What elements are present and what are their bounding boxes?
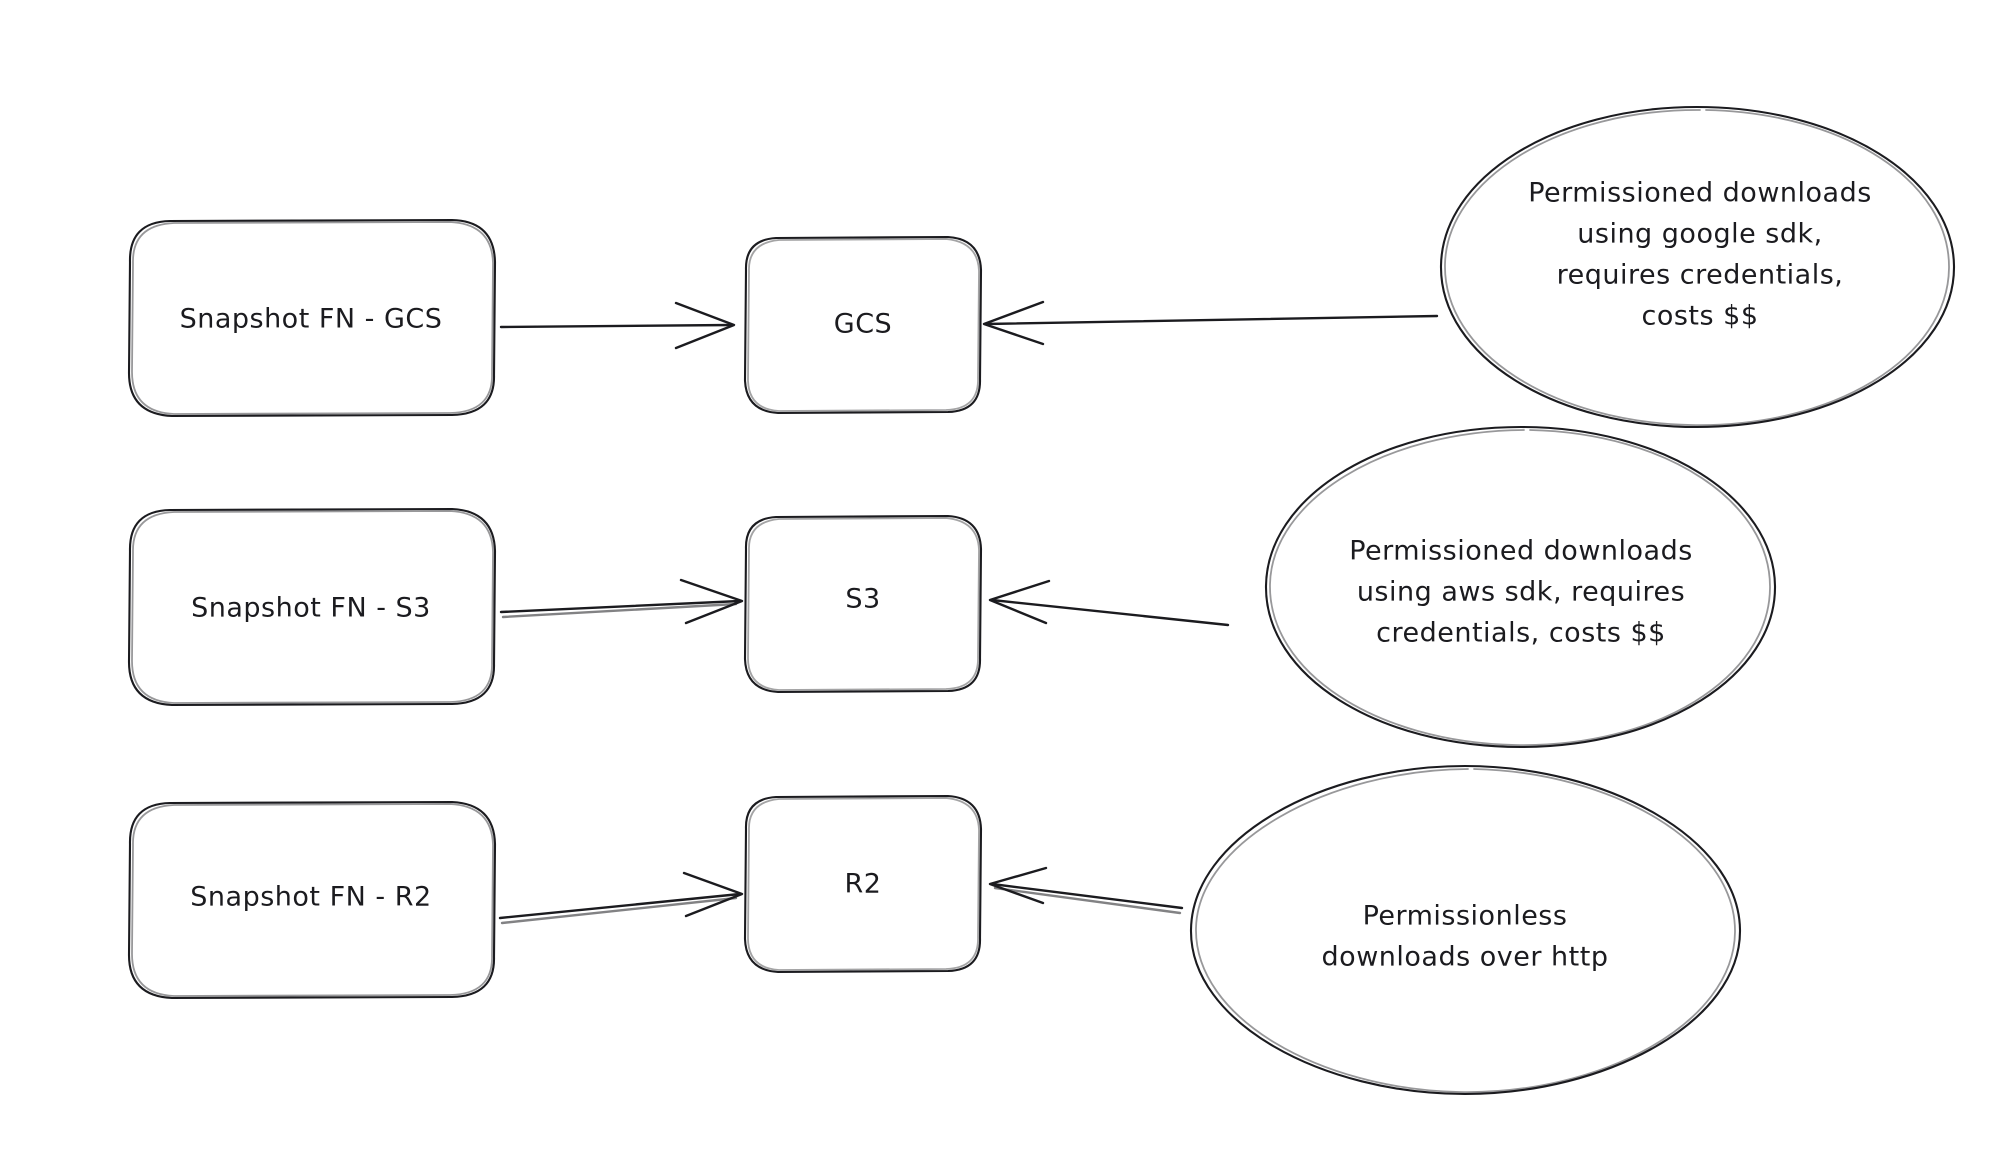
- row-r2: Snapshot FN - R2 R2 Permissionless downl…: [127, 764, 1742, 1096]
- node-label-snapshot-fn-r2: Snapshot FN - R2: [190, 882, 431, 913]
- arrow-note-to-r2: [988, 866, 1184, 915]
- note-gcs-line-3: requires credentials,: [1557, 260, 1844, 291]
- note-gcs[interactable]: Permissioned downloads using google sdk,…: [1439, 105, 1956, 429]
- row-gcs: Snapshot FN - GCS GCS Permissioned downl…: [127, 105, 1956, 429]
- note-r2-line-2: downloads over http: [1322, 942, 1609, 973]
- note-gcs-line-1: Permissioned downloads: [1528, 178, 1872, 209]
- node-snapshot-fn-gcs[interactable]: Snapshot FN - GCS: [127, 218, 497, 418]
- node-r2[interactable]: R2: [743, 794, 983, 974]
- arrow-note-to-gcs: [982, 300, 1439, 346]
- row-s3: Snapshot FN - S3 S3 Permissioned downloa…: [127, 425, 1777, 749]
- arrow-snapshot-r2-to-r2: [498, 871, 744, 925]
- node-label-r2: R2: [845, 869, 882, 900]
- node-label-snapshot-fn-gcs: Snapshot FN - GCS: [180, 304, 443, 335]
- node-snapshot-fn-s3[interactable]: Snapshot FN - S3: [127, 507, 497, 707]
- node-label-gcs: GCS: [834, 309, 892, 340]
- note-s3-line-1: Permissioned downloads: [1349, 536, 1693, 567]
- arrow-snapshot-gcs-to-gcs: [499, 301, 736, 350]
- note-gcs-line-2: using google sdk,: [1577, 219, 1822, 250]
- node-s3[interactable]: S3: [743, 514, 983, 694]
- node-label-s3: S3: [845, 584, 880, 615]
- note-s3-line-3: credentials, costs $$: [1376, 618, 1666, 649]
- note-gcs-line-4: costs $$: [1641, 301, 1758, 332]
- arrow-snapshot-s3-to-s3: [499, 578, 744, 625]
- note-r2[interactable]: Permissionless downloads over http: [1189, 764, 1742, 1096]
- arrow-note-to-s3: [988, 579, 1230, 627]
- node-snapshot-fn-r2[interactable]: Snapshot FN - R2: [127, 800, 497, 1000]
- node-gcs[interactable]: GCS: [743, 235, 983, 415]
- node-label-snapshot-fn-s3: Snapshot FN - S3: [191, 593, 431, 624]
- note-s3[interactable]: Permissioned downloads using aws sdk, re…: [1264, 425, 1777, 749]
- note-r2-line-1: Permissionless: [1363, 901, 1568, 932]
- note-s3-line-2: using aws sdk, requires: [1357, 577, 1685, 608]
